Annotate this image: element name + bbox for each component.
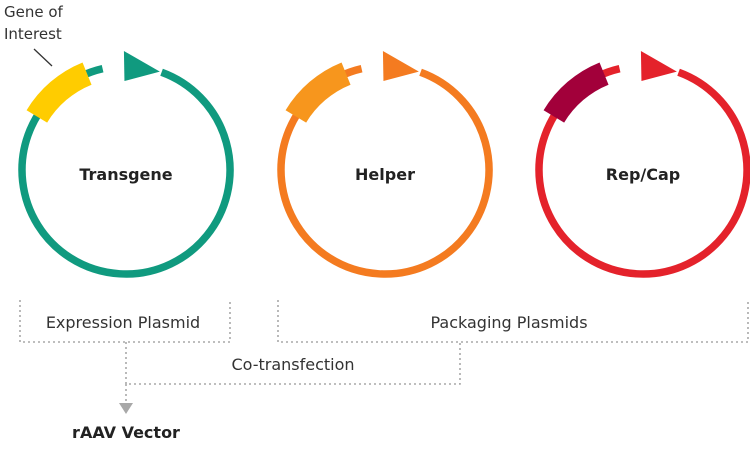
direction-arrowhead: [123, 51, 160, 82]
expression-bracket-line: [19, 300, 231, 343]
packaging-bracket-line: [277, 300, 749, 343]
plasmid-label-repcap: Rep/Cap: [606, 165, 680, 184]
plasmid-helper: Helper: [277, 51, 493, 278]
plasmid-ring: [535, 65, 750, 278]
gene-of-interest-callout: Gene of Interest: [4, 3, 64, 67]
plasmid-transgene: Transgene: [18, 51, 234, 278]
direction-arrowhead: [640, 51, 677, 82]
result-arrow: [119, 384, 133, 414]
gene-insert-segment: [285, 62, 351, 123]
packaging-plasmids-bracket: Packaging Plasmids: [277, 300, 749, 343]
cotransfection-label: Co-transfection: [231, 355, 354, 374]
gene-insert-segment: [26, 62, 92, 123]
plasmid-label-helper: Helper: [355, 165, 415, 184]
expression-plasmid-bracket: Expression Plasmid: [19, 300, 231, 343]
cotransfection-bracket-line: [125, 342, 461, 385]
cotransfection-bracket: Co-transfection: [125, 342, 461, 385]
expression-plasmid-label: Expression Plasmid: [46, 313, 200, 332]
direction-arrowhead: [382, 51, 419, 82]
plasmid-repcap: Rep/Cap: [535, 51, 750, 278]
callout-leader-line: [33, 48, 53, 67]
down-arrow-icon: [119, 403, 133, 414]
plasmid-label-transgene: Transgene: [79, 165, 172, 184]
packaging-plasmids-label: Packaging Plasmids: [430, 313, 587, 332]
callout-line-2: Interest: [4, 25, 62, 43]
callout-line-1: Gene of: [4, 3, 64, 21]
raav-vector-label: rAAV Vector: [72, 423, 180, 442]
plasmid-ring: [18, 65, 234, 278]
gene-insert-segment: [543, 62, 609, 123]
plasmid-ring: [277, 65, 493, 278]
